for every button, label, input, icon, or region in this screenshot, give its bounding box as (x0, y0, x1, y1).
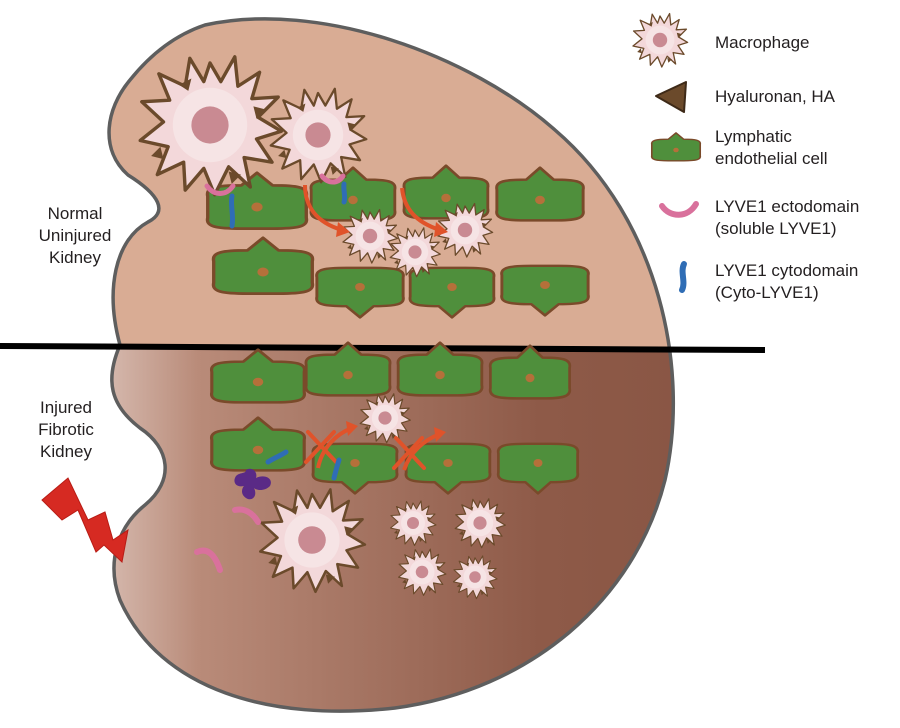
label-line: Uninjured (38, 226, 112, 245)
normal-kidney-label: Normal Uninjured Kidney (20, 203, 130, 269)
label-line: Normal (47, 204, 103, 223)
migration-arrow (303, 184, 343, 232)
legend-lyve1-cytodomain: LYVE1 cytodomain (Cyto-LYVE1) (715, 260, 858, 304)
legend-lyve1-ectodomain: LYVE1 ectodomain (soluble LYVE1) (715, 196, 859, 240)
lyve1-ectodomain (194, 547, 223, 573)
legend-label: LYVE1 cytodomain (715, 261, 859, 280)
legend-label: (Cyto-LYVE1) (715, 283, 819, 302)
legend-label: endothelial cell (715, 149, 828, 168)
normal-macrophages (138, 55, 494, 278)
legend-label: (soluble LYVE1) (715, 219, 837, 238)
legend-lymphatic-endothelial-cell: Lymphatic endothelial cell (715, 126, 827, 170)
legend-label: Lymphatic (715, 127, 792, 146)
label-line: Kidney (40, 442, 92, 461)
sheddase-receptor-icon (234, 468, 271, 500)
lymphatic-endothelial-cell-icon (650, 132, 702, 162)
lyve1-cytodomain (265, 449, 289, 465)
lyve1-ectodomain (204, 183, 236, 196)
legend-hyaluronan: Hyaluronan, HA (715, 86, 835, 108)
legend-label: Hyaluronan, HA (715, 87, 836, 106)
lyve1-cytodomain (341, 181, 348, 205)
migration-arrow (400, 187, 441, 232)
injury-lightning-icon (41, 477, 129, 563)
lyve1-ectodomain-icon (659, 201, 699, 218)
kidney-outline (107, 17, 675, 713)
hyaluronan-icon (655, 81, 687, 113)
legend-icons (632, 12, 702, 293)
label-line: Fibrotic (38, 420, 94, 439)
divider-line (0, 343, 766, 353)
legend-macrophage: Macrophage (715, 32, 810, 54)
legend-label: Macrophage (715, 33, 810, 52)
macrophage-icon (632, 12, 689, 68)
label-line: Kidney (49, 248, 101, 267)
injured-kidney-region (109, 348, 674, 712)
lyve1-cytodomain (228, 193, 236, 229)
lyve1-cytodomain (331, 457, 342, 481)
label-line: Injured (40, 398, 92, 417)
legend-label: LYVE1 ectodomain (715, 197, 860, 216)
injured-macrophages (194, 393, 506, 600)
lyve1-ectodomain (319, 173, 346, 185)
lyve1-cytodomain-icon (679, 261, 687, 293)
lyve1-ectodomain (232, 506, 261, 525)
injured-kidney-label: Injured Fibrotic Kidney (16, 397, 116, 463)
